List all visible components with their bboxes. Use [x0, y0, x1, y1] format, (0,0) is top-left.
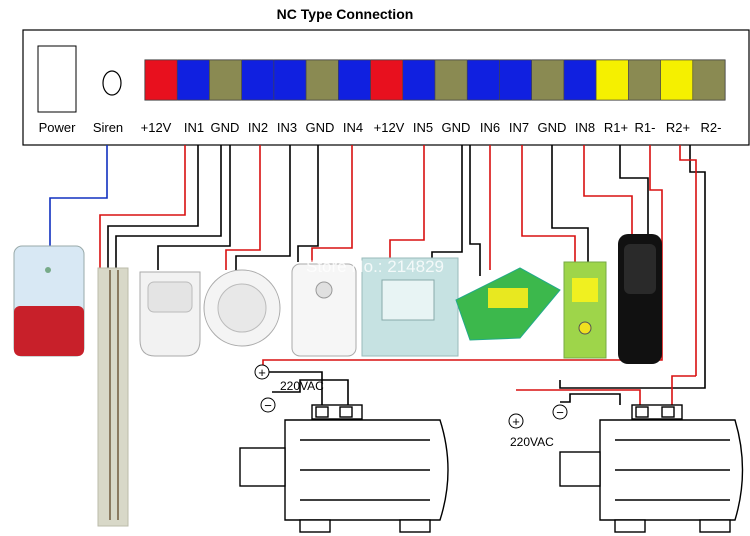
terminal-7 — [370, 59, 404, 101]
diagram-title: NC Type Connection — [277, 6, 414, 22]
terminal-label: GND — [442, 120, 471, 135]
motor1-minus: − — [264, 398, 272, 413]
terminal-label: R2+ — [666, 120, 690, 135]
green-relay-module — [455, 267, 561, 341]
motor2-wire-c — [671, 375, 696, 405]
wire-din-in7 — [521, 145, 576, 262]
terminal-label: IN2 — [248, 120, 268, 135]
wire-pir — [157, 145, 231, 270]
motor1-wire-a — [263, 371, 323, 405]
terminal-11 — [499, 59, 532, 101]
motor2-minus: − — [556, 405, 564, 420]
motor1-plus-icon — [254, 364, 270, 380]
wire-beam-in8 — [583, 145, 633, 234]
wire-water-in1 — [107, 145, 199, 270]
motor1-plus: + — [258, 365, 266, 380]
watermark: Store No.: 214829 — [306, 257, 444, 276]
wire-panel-plus — [389, 145, 425, 262]
terminal-label: +12V — [374, 120, 405, 135]
terminal-3 — [241, 59, 275, 101]
terminal-17 — [692, 59, 726, 101]
terminal-label: GND — [211, 120, 240, 135]
terminal-0 — [144, 59, 178, 101]
motor-2 — [559, 404, 744, 533]
wire-r2-minus — [559, 145, 706, 389]
wire-gas-in — [311, 145, 353, 262]
pir-motion-detector — [139, 271, 201, 357]
terminal-label: IN8 — [575, 120, 595, 135]
terminal-14 — [595, 59, 629, 101]
motor2-voltage: 220VAC — [510, 435, 554, 449]
terminal-labels: +12V IN1 GND IN2 IN3 GND IN4 +12V IN5 GND IN6 IN7 GN… — [141, 120, 722, 135]
terminal-8 — [402, 59, 436, 101]
motor1-minus-icon — [260, 397, 276, 413]
wire-water-gnd — [115, 145, 222, 270]
water-leak-sensor — [97, 267, 129, 527]
terminal-2 — [209, 59, 242, 101]
terminal-label: IN4 — [343, 120, 363, 135]
terminal-label: IN3 — [277, 120, 297, 135]
terminal-label: R1- — [635, 120, 656, 135]
terminal-label: IN6 — [480, 120, 500, 135]
wire-relay-gnd — [469, 145, 481, 276]
terminal-label: IN5 — [413, 120, 433, 135]
terminal-label: R2- — [701, 120, 722, 135]
terminal-10 — [466, 59, 500, 101]
terminal-15 — [628, 59, 661, 101]
siren-strobe — [13, 245, 85, 357]
gas-detector — [291, 263, 357, 357]
power-label: Power — [39, 120, 77, 135]
terminal-6 — [338, 59, 371, 101]
terminal-16 — [660, 59, 694, 101]
siren-indicator — [102, 70, 122, 96]
terminal-4 — [273, 59, 307, 101]
motor1-voltage: 220VAC — [280, 379, 324, 393]
terminal-12 — [531, 59, 565, 101]
terminal-block — [144, 59, 726, 101]
wire-panel-gnd — [431, 145, 463, 262]
motor2-wire-b — [560, 393, 621, 405]
wire-gas-gnd — [297, 145, 319, 262]
beam-detector — [618, 234, 662, 364]
wire-r2-plus — [679, 145, 697, 376]
terminal-label: IN1 — [184, 120, 204, 135]
wire-beam-plus — [619, 145, 649, 234]
terminal-label: IN7 — [509, 120, 529, 135]
wire-din-gnd — [551, 145, 589, 262]
wire-smoke-plus — [225, 145, 261, 270]
motor2-wire-a — [516, 389, 641, 405]
terminal-label: GND — [538, 120, 567, 135]
terminal-1 — [176, 59, 210, 101]
wire-smoke-in — [235, 145, 291, 270]
terminal-label: R1+ — [604, 120, 628, 135]
terminal-13 — [563, 59, 597, 101]
siren-label: Siren — [93, 120, 123, 135]
terminal-label: +12V — [141, 120, 172, 135]
motor1-wire-b — [272, 379, 349, 405]
motor-1 — [239, 404, 449, 533]
terminal-5 — [305, 59, 339, 101]
terminal-9 — [434, 59, 468, 101]
din-rail-module — [563, 261, 607, 359]
panel-module — [361, 257, 459, 357]
motor2-plus: + — [512, 414, 520, 429]
motor2-minus-icon — [552, 404, 568, 420]
wire-water-plus — [99, 145, 186, 270]
terminal-label: GND — [306, 120, 335, 135]
smoke-detector — [203, 269, 281, 347]
siren-wire — [49, 145, 108, 248]
motor2-plus-icon — [508, 413, 524, 429]
power-switch — [37, 45, 77, 113]
